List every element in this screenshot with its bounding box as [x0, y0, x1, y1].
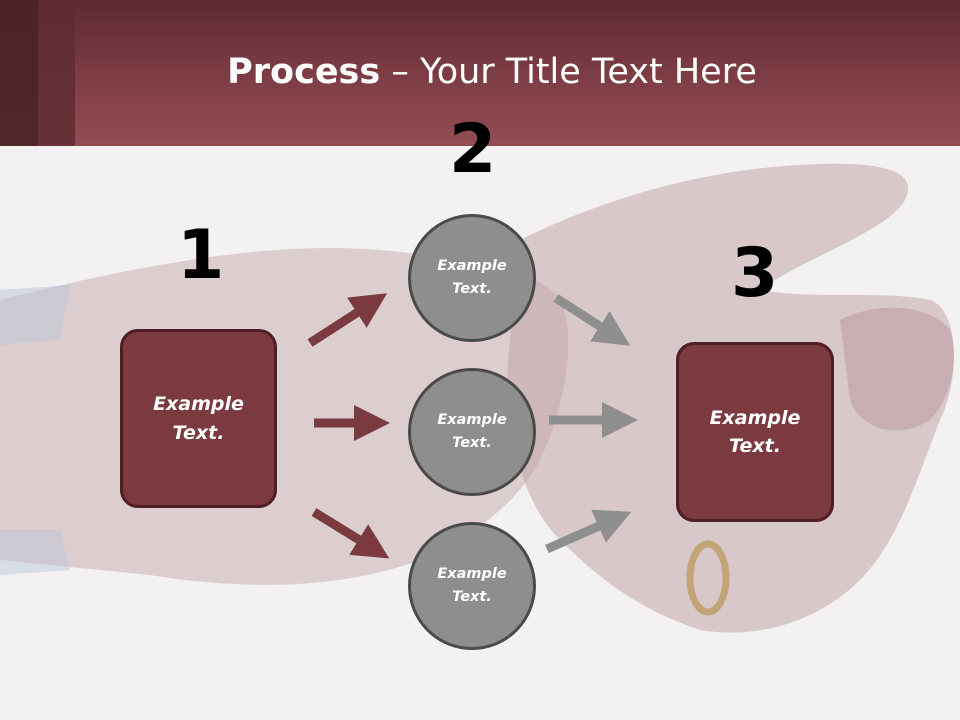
- slide-title: Process – Your Title Text Here: [0, 52, 960, 92]
- step-number-3: 3: [731, 234, 779, 313]
- process-circle-2: Example Text.: [408, 368, 536, 496]
- step-number-1: 1: [177, 216, 225, 295]
- arrow-from-circle-1: [553, 294, 631, 346]
- process-circle-3: Example Text.: [408, 522, 536, 650]
- process-circle-1: Example Text.: [408, 214, 536, 342]
- step-number-2: 2: [449, 110, 497, 189]
- arrow-to-circle-3: [311, 508, 390, 559]
- header-accent-strip: [38, 0, 75, 146]
- process-box-left: Example Text.: [120, 329, 277, 508]
- arrow-to-circle-1: [307, 293, 388, 347]
- arrow-from-circle-3: [545, 509, 632, 554]
- process-box-right: Example Text.: [676, 342, 834, 522]
- title-rest: – Your Title Text Here: [380, 52, 757, 92]
- header-band: [0, 0, 960, 146]
- header-accent-strip: [0, 0, 38, 146]
- title-bold: Process: [227, 52, 381, 92]
